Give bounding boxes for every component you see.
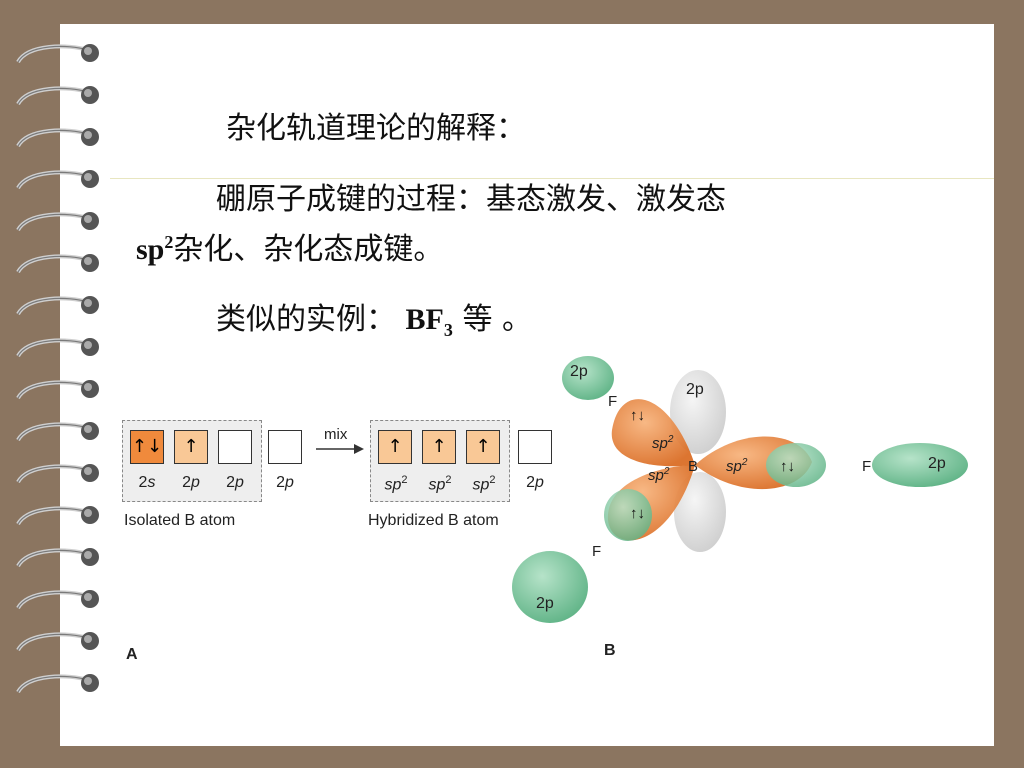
text-line-2: sp2杂化、杂化态成键。 xyxy=(136,224,443,268)
orbital-box-2p-3 xyxy=(268,430,302,464)
line2-rest: 杂化、杂化态成键。 xyxy=(173,232,444,267)
spiral-binding-ring-icon xyxy=(16,44,99,64)
orbital-box-2s: ↑↓ xyxy=(130,430,164,464)
spiral-binding-ring-icon xyxy=(16,674,99,694)
spiral-binding-ring-icon xyxy=(16,254,99,274)
spiral-binding-ring-icon xyxy=(16,380,99,400)
mix-label: mix xyxy=(324,426,348,443)
heading: 杂化轨道理论的解释： xyxy=(226,111,526,146)
fluorine-top: F xyxy=(608,393,617,410)
label-2s: 2s xyxy=(138,474,156,491)
ruled-line xyxy=(110,178,994,179)
sp2-label-upper: sp2 xyxy=(652,434,674,452)
label-2p-empty: 2p xyxy=(526,474,544,491)
panel-label-b: B xyxy=(604,642,616,659)
label-sp2-2: sp2 xyxy=(428,474,452,494)
sp-superscript: 2 xyxy=(164,232,174,252)
label-sp2-3: sp2 xyxy=(472,474,496,494)
label-2p-2: 2p xyxy=(226,474,244,491)
fluorine-right: F xyxy=(862,458,871,475)
sp-prefix: sp xyxy=(136,233,165,266)
label-2p-top: 2p xyxy=(570,363,588,380)
panel-label-a: A xyxy=(126,646,138,663)
orbital-box-2p-1: ↑ xyxy=(174,430,208,464)
spiral-binding-ring-icon xyxy=(16,338,99,358)
label-2p-bottom: 2p xyxy=(536,595,554,612)
spiral-binding-ring-icon xyxy=(16,548,99,568)
bf3-orbital-diagram: 2p 2p 2p 2p F F F B ↑↓ ↑↓ ↑↓ sp2 sp2 sp2 xyxy=(512,356,968,623)
examples-label: 类似的实例： xyxy=(216,302,396,337)
text-line-3: 类似的实例： BF3 等 。 xyxy=(216,294,532,341)
pair-arrows-upper: ↑↓ xyxy=(630,407,645,424)
f-2p-lobe-top xyxy=(562,356,614,400)
isolated-caption: Isolated B atom xyxy=(124,512,236,529)
label-2p-3: 2p xyxy=(276,474,294,491)
spiral-binding-ring-icon xyxy=(16,212,99,232)
pair-arrows-right: ↑↓ xyxy=(780,458,795,475)
label-sp2-1: sp2 xyxy=(384,474,408,494)
spiral-binding-ring-icon xyxy=(16,632,99,652)
spiral-binding-ring-icon xyxy=(16,170,99,190)
spiral-binding-ring-icon xyxy=(16,86,99,106)
spiral-binding-ring-icon xyxy=(16,296,99,316)
spiral-binding-ring-icon xyxy=(16,128,99,148)
sp2-label-lower: sp2 xyxy=(648,466,670,484)
spiral-binding-ring-icon xyxy=(16,590,99,610)
overlap-right xyxy=(766,443,826,487)
formula-bf: BF xyxy=(405,303,444,336)
f-2p-lobe-right xyxy=(872,443,968,487)
overlap-lower xyxy=(604,489,652,541)
sp2-lobe-upper xyxy=(611,399,695,467)
examples-suffix: 等 。 xyxy=(462,302,532,337)
pair-arrows-lower: ↑↓ xyxy=(630,505,645,522)
f-2p-lobe-bottom xyxy=(512,551,588,623)
orbital-box-sp2-1: ↑ xyxy=(378,430,412,464)
spiral-binding-ring-icon xyxy=(16,422,99,442)
fluorine-bottom: F xyxy=(592,543,601,560)
orbital-box-sp2-3: ↑ xyxy=(466,430,500,464)
mix-arrow-icon xyxy=(316,444,364,454)
p-orbital-upper-lobe xyxy=(670,370,726,454)
orbital-box-2p-2 xyxy=(218,430,252,464)
spiral-binding-ring-icon xyxy=(16,464,99,484)
label-2p-1: 2p xyxy=(182,474,200,491)
formula-subscript: 3 xyxy=(443,320,453,340)
orbital-box-2p-empty xyxy=(518,430,552,464)
spiral-binding-ring-icon xyxy=(16,506,99,526)
hybridized-caption: Hybridized B atom xyxy=(368,512,499,529)
label-2p-gray: 2p xyxy=(686,381,704,398)
notebook-page xyxy=(60,24,994,746)
sp2-label-right: sp2 xyxy=(726,457,748,475)
label-2p-right: 2p xyxy=(928,455,946,472)
boron-center: B xyxy=(688,458,698,475)
text-line-1: 硼原子成键的过程：基态激发、激发态 xyxy=(216,182,726,217)
orbital-box-sp2-2: ↑ xyxy=(422,430,456,464)
p-orbital-lower-lobe xyxy=(674,472,726,552)
